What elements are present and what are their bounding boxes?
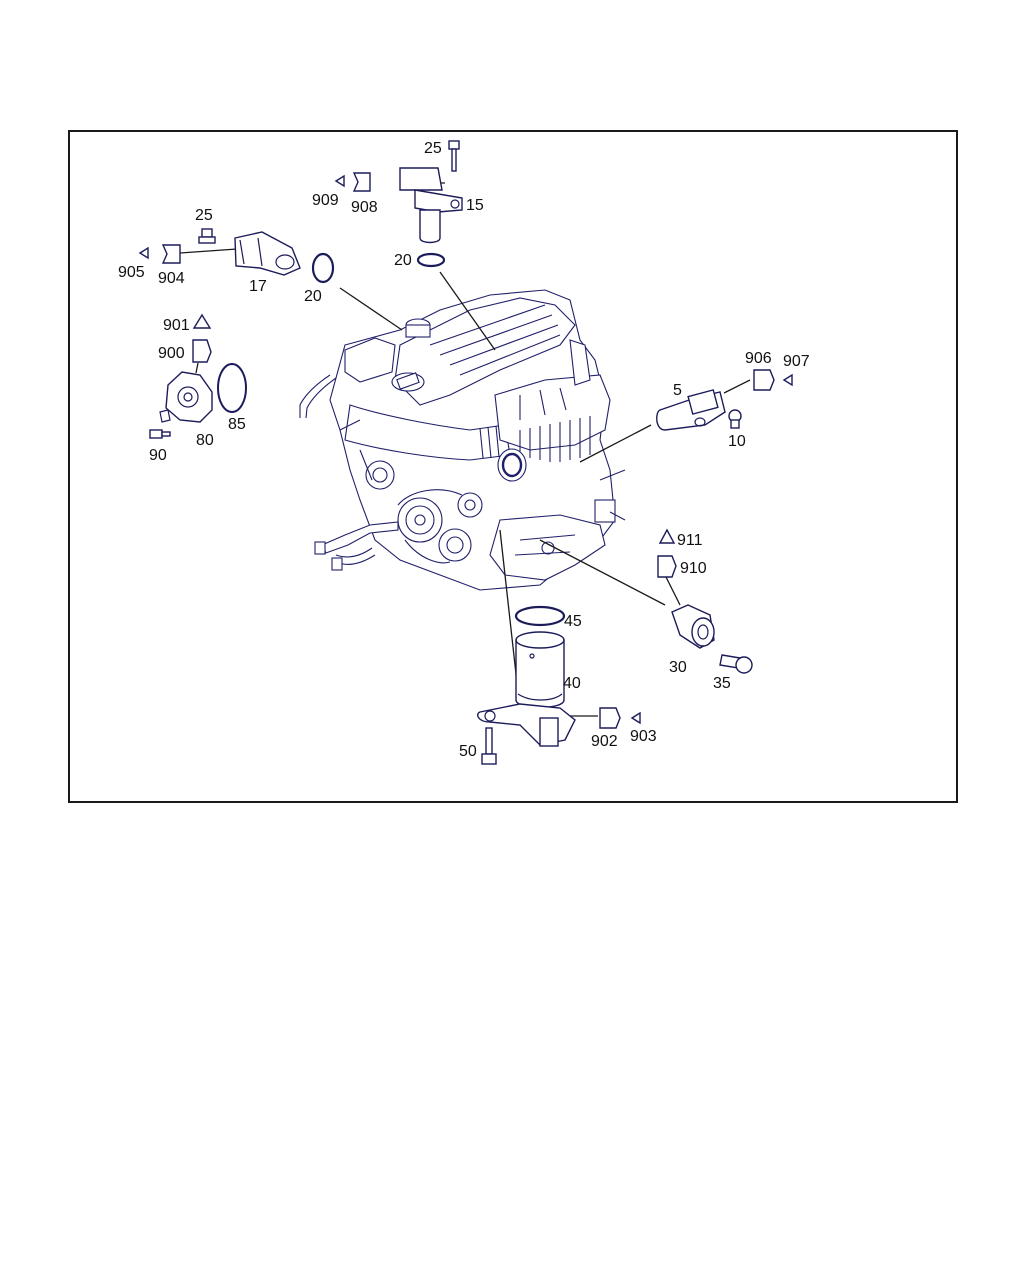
sensor-30 xyxy=(671,604,715,649)
o-ring-20-top xyxy=(416,252,446,268)
callout-35: 35 xyxy=(713,675,731,692)
sensor-15 xyxy=(399,167,463,244)
callout-90: 90 xyxy=(149,447,167,464)
callout-900: 900 xyxy=(158,345,185,362)
cylinder-40 xyxy=(515,631,565,709)
connector-902-903 xyxy=(599,707,641,729)
callout-85: 85 xyxy=(228,416,246,433)
bolt-10 xyxy=(728,409,742,429)
callout-911: 911 xyxy=(677,532,703,549)
callout-30: 30 xyxy=(669,659,687,676)
o-ring-20-left xyxy=(311,252,335,284)
callout-labels: 25 909 908 15 20 25 905 904 17 20 901 90… xyxy=(118,140,810,760)
callout-906: 906 xyxy=(745,350,772,367)
bolt-90 xyxy=(149,429,171,439)
callout-910: 910 xyxy=(680,560,707,577)
callout-909: 909 xyxy=(312,192,339,209)
bolt-25-top xyxy=(448,140,460,172)
connector-901-900 xyxy=(192,313,212,363)
diagram-frame xyxy=(68,130,958,803)
bolt-35 xyxy=(719,654,753,674)
callout-17: 17 xyxy=(249,278,267,295)
callout-20-left: 20 xyxy=(304,288,322,305)
bolt-25-left xyxy=(198,228,216,244)
callout-903: 903 xyxy=(630,728,657,745)
leader-lines xyxy=(179,182,751,717)
callout-15: 15 xyxy=(466,197,484,214)
connector-909-908 xyxy=(334,172,371,192)
sensor-5 xyxy=(656,389,726,431)
bolt-50 xyxy=(481,727,497,765)
callout-25-left: 25 xyxy=(195,207,213,224)
callout-45: 45 xyxy=(564,613,582,630)
callout-908: 908 xyxy=(351,199,378,216)
engine-assembly xyxy=(299,289,626,591)
callout-904: 904 xyxy=(158,270,185,287)
flange-40 xyxy=(477,703,576,747)
connector-906-907 xyxy=(753,369,793,391)
seal-85 xyxy=(217,363,247,413)
actuator-17 xyxy=(234,231,301,276)
callout-25-top: 25 xyxy=(424,140,442,157)
connector-911-910 xyxy=(657,528,677,578)
callout-10: 10 xyxy=(728,433,746,450)
callout-901: 901 xyxy=(163,317,190,334)
housing-80 xyxy=(159,371,213,423)
callout-907: 907 xyxy=(783,353,810,370)
callout-902: 902 xyxy=(591,733,618,750)
ring-45 xyxy=(514,605,566,627)
connector-905-904 xyxy=(138,244,181,264)
callout-40: 40 xyxy=(563,675,581,692)
callout-5: 5 xyxy=(673,382,682,399)
callout-905: 905 xyxy=(118,264,145,281)
callout-20-top: 20 xyxy=(394,252,412,269)
callout-80: 80 xyxy=(196,432,214,449)
callout-50: 50 xyxy=(459,743,477,760)
